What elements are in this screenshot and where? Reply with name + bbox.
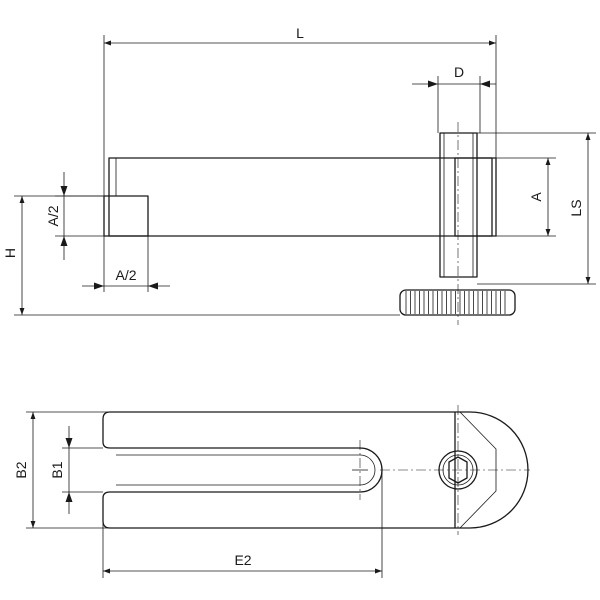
dim-D-label: D	[454, 64, 464, 80]
dim-A2-vertical-label: A/2	[45, 205, 61, 226]
knurled-nut	[399, 289, 516, 316]
stud-collar	[454, 157, 493, 237]
dim-H-label: H	[2, 248, 18, 258]
dim-L-label: L	[296, 25, 304, 41]
dim-A2-horizontal-label: A/2	[115, 267, 136, 283]
dim-B2-label: B2	[13, 461, 29, 478]
slot-inner	[116, 454, 376, 486]
support-foot	[103, 195, 149, 237]
top-view: B2 B1 E2	[13, 405, 530, 578]
clamp-bar	[108, 157, 497, 237]
dim-LS-label: LS	[568, 199, 584, 216]
dim-B1-label: B1	[49, 461, 65, 478]
dim-A-label: A	[528, 192, 544, 202]
side-view: L D A LS H A/2 A/2	[2, 25, 596, 325]
threaded-stud	[439, 132, 478, 278]
dim-E2-label: E2	[234, 552, 251, 568]
